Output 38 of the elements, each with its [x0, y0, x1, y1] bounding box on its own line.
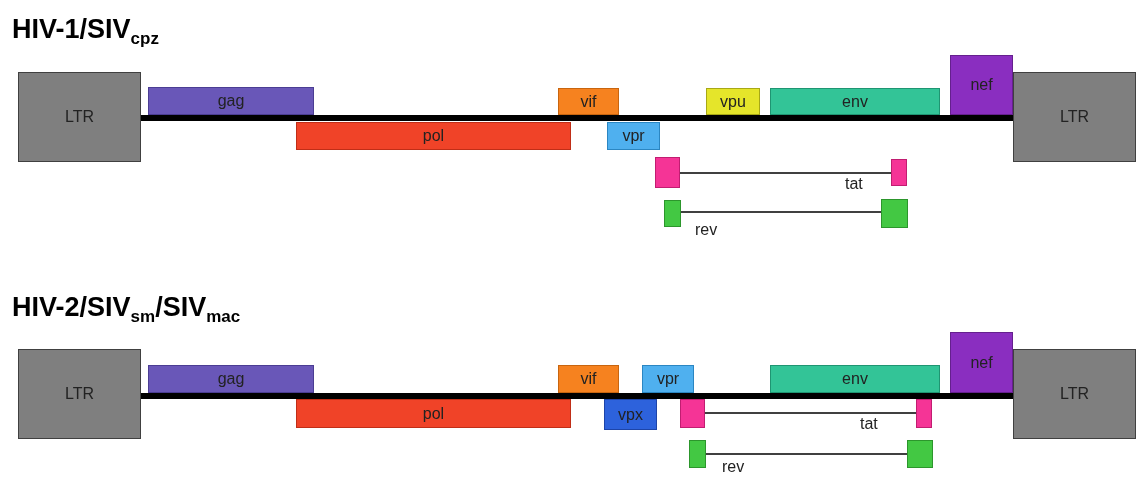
splice-line	[680, 211, 882, 213]
genome-backbone	[141, 115, 1013, 121]
exon-box	[907, 440, 933, 468]
splice-line	[679, 172, 892, 174]
ltr-box: LTR	[1013, 349, 1136, 439]
gene-box: env	[770, 88, 940, 115]
ltr-box: LTR	[18, 349, 141, 439]
gene-box: vpr	[607, 122, 660, 150]
gene-box: vpx	[604, 399, 657, 430]
splice-line	[705, 453, 908, 455]
gene-box: gag	[148, 365, 314, 393]
gene-box: pol	[296, 399, 571, 428]
gene-box: gag	[148, 87, 314, 115]
gene-box: vpu	[706, 88, 760, 115]
exon-box	[680, 399, 705, 428]
exon-box	[891, 159, 907, 186]
edge-label: tat	[860, 415, 878, 433]
ltr-box: LTR	[1013, 72, 1136, 162]
genome-title: HIV-2/SIV$_{sm}$/SIV$_{mac}$	[12, 292, 241, 328]
splice-line	[704, 412, 917, 414]
exon-box	[881, 199, 908, 228]
gene-box: vpr	[642, 365, 694, 393]
gene-box: vif	[558, 88, 619, 115]
exon-box	[689, 440, 706, 468]
edge-label: rev	[695, 221, 718, 239]
edge-label: tat	[845, 175, 863, 193]
gene-box: nef	[950, 55, 1013, 115]
gene-box: nef	[950, 332, 1013, 393]
exon-box	[916, 399, 932, 428]
gene-box: env	[770, 365, 940, 393]
gene-box: pol	[296, 122, 571, 150]
edge-label: rev	[722, 458, 745, 476]
exon-box	[664, 200, 681, 227]
genome-backbone	[141, 393, 1013, 399]
exon-box	[655, 157, 680, 188]
ltr-box: LTR	[18, 72, 141, 162]
genome-title: HIV-1/SIV$_{cpz}$	[12, 14, 159, 50]
gene-box: vif	[558, 365, 619, 393]
